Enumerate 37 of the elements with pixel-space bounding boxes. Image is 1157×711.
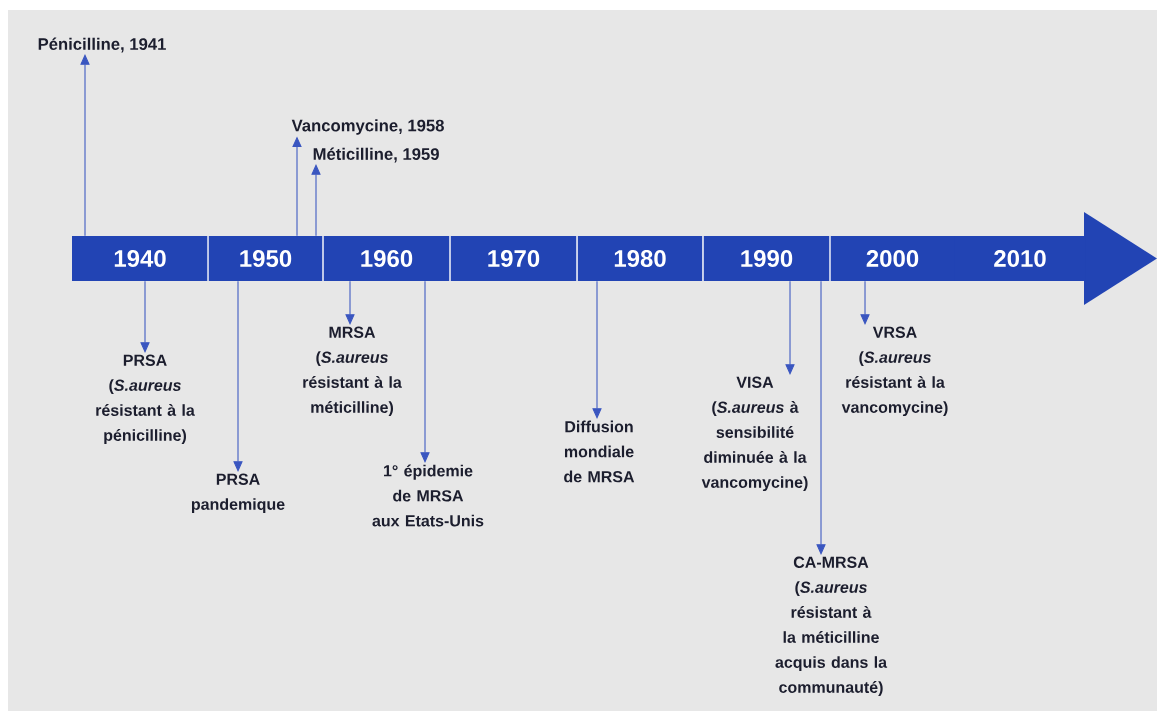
node-label: 2000 [866, 250, 919, 267]
arrow [311, 164, 321, 237]
arrow [345, 280, 355, 325]
arrow [860, 280, 870, 325]
event-label: Pénicilline, 1941 [38, 37, 166, 53]
timeline-segment: 1970 [450, 236, 577, 281]
event-label: Diffusion mondiale de MRSA [564, 420, 635, 483]
event-label: VRSA (S.aureus résistant à la vancomycine) [841, 326, 948, 417]
timeline-segment: 1950 [208, 236, 323, 281]
timeline-segment: 1960 [323, 236, 450, 281]
arrow [592, 280, 602, 419]
event-label: Vancomycine, 1958 [291, 119, 444, 135]
node-label: 1980 [614, 250, 666, 267]
arrow [420, 280, 430, 463]
arrow [233, 280, 243, 472]
node-label: 1990 [741, 250, 793, 267]
event-label: PRSA pandemique [191, 473, 285, 514]
node-label: 1950 [240, 250, 292, 267]
timeline-segment: 1990 [703, 236, 830, 281]
node-label: 1940 [114, 250, 166, 267]
timeline-segment: 1980 [577, 236, 703, 281]
arrow [785, 280, 795, 375]
arrow [816, 280, 826, 555]
node-label: 1970 [488, 250, 540, 267]
arrow [80, 54, 90, 237]
arrow [140, 280, 150, 353]
node-label: 1960 [361, 250, 413, 267]
event-label: VISA (S.aureus à sensibilité diminuée à la vancomycine) [701, 376, 808, 492]
event-label: PRSA (S.aureus résistant à la pénicilline) [96, 354, 195, 445]
timeline-segment: 2010 [954, 212, 1157, 305]
event-label: 1° épidemie de MRSA aux Etats-Unis [372, 464, 484, 527]
event-label: Méticilline, 1959 [313, 147, 439, 163]
timeline-segment: 1940 [72, 236, 208, 281]
node-label: 2010 [994, 250, 1046, 267]
timeline-segment: 2000 [829, 236, 956, 281]
event-label: MRSA (S.aureus résistant à la méticilline) [303, 326, 402, 417]
event-label: CA-MRSA (S.aureus résistant à la méticilline acquis dans la communauté) [775, 556, 888, 697]
